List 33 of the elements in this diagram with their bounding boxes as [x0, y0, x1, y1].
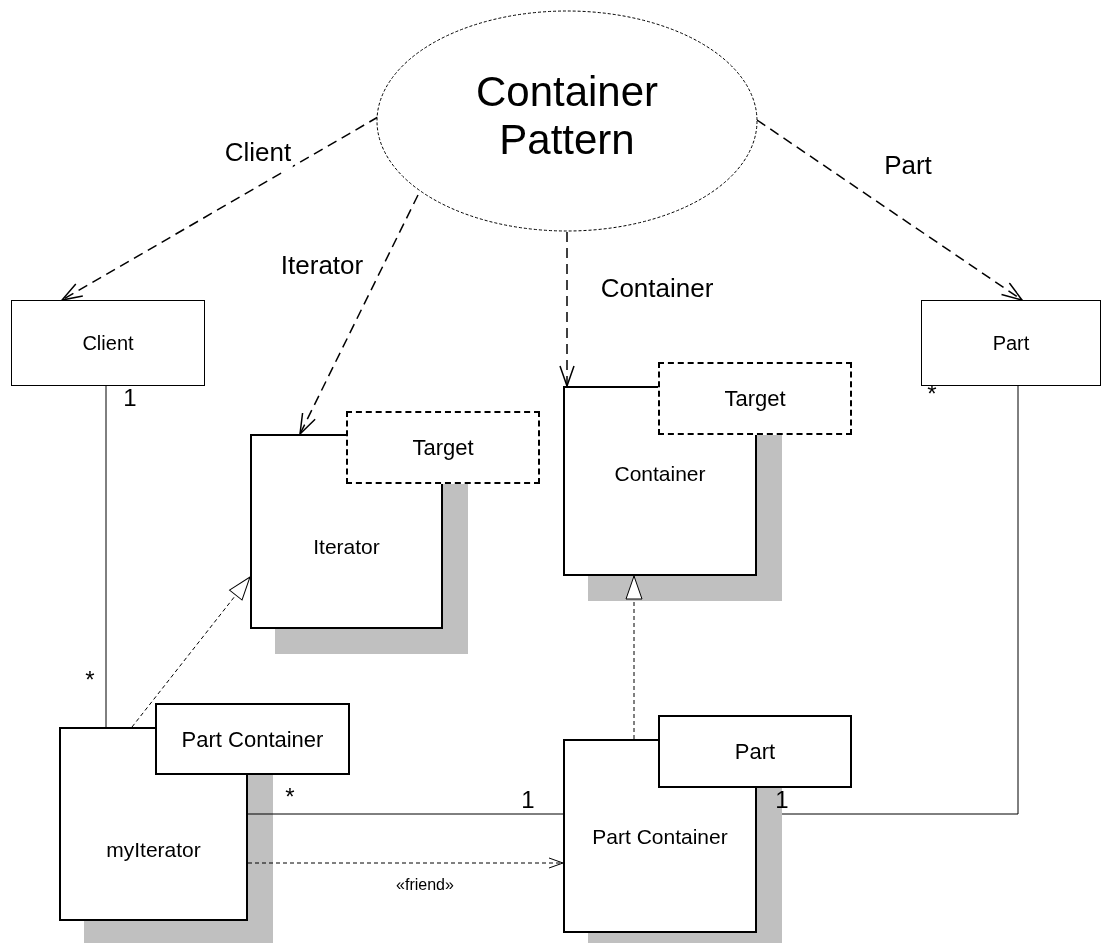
class-name: Part [992, 331, 1030, 356]
dependency-arrow [131, 576, 251, 728]
template-parameter-box [658, 362, 852, 435]
dependency-arrow [625, 575, 643, 740]
class-name: Target [724, 385, 786, 413]
association-line [247, 813, 564, 815]
multiplicity-label: 1 [123, 386, 137, 410]
class-box [11, 300, 205, 386]
association-line [105, 385, 107, 728]
class-name: Part Container [181, 725, 324, 754]
class-name: Client [82, 331, 134, 356]
class-name: Target [412, 434, 474, 462]
collaboration-ellipse [376, 10, 758, 232]
multiplicity-label: 1 [521, 788, 535, 812]
template-parameter-box [155, 703, 350, 775]
multiplicity-label: 1 [775, 788, 789, 812]
class-name: myIterator [105, 837, 202, 863]
association-line [781, 385, 1019, 815]
template-parameter-box [346, 411, 540, 484]
class-box [921, 300, 1101, 386]
template-parameter-box [658, 715, 852, 788]
class-name: Iterator [312, 534, 381, 560]
dependency-arrow [61, 116, 379, 301]
class-name: Part [734, 738, 776, 766]
dependency-arrow [756, 119, 1023, 301]
pattern-name: Container Pattern [474, 68, 660, 164]
class-name: Container [613, 461, 707, 487]
multiplicity-label: * [285, 785, 295, 809]
dependency-arrow [247, 857, 564, 869]
multiplicity-label: * [85, 668, 95, 692]
dependency-arrow [299, 194, 419, 435]
class-name: Part Container [591, 824, 729, 850]
dependency-arrow [559, 231, 575, 387]
